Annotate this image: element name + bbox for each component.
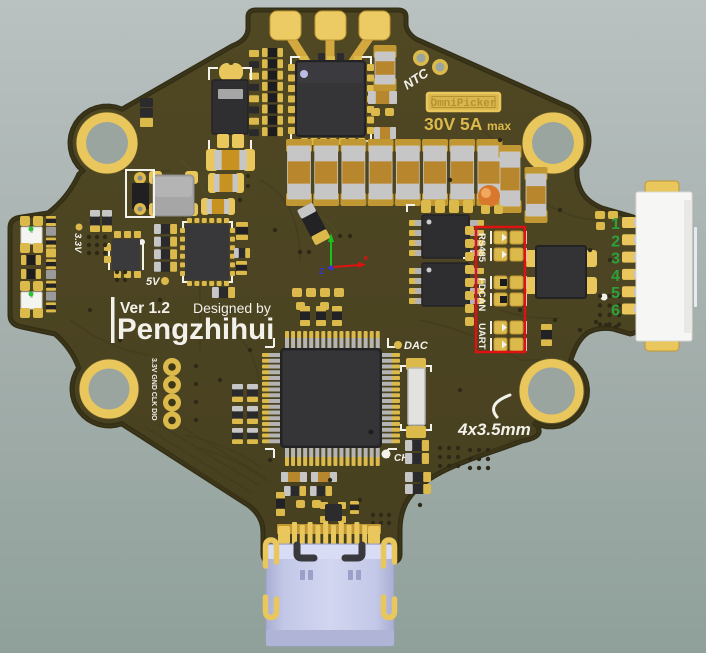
svg-text:×: × [363, 253, 368, 263]
svg-text:30V 5A: 30V 5A [424, 114, 483, 134]
svg-text:max: max [487, 119, 511, 133]
svg-text:DAC: DAC [404, 340, 429, 352]
svg-text:Z: Z [319, 267, 324, 276]
svg-text:RS485: RS485 [476, 233, 487, 263]
svg-text:UART: UART [476, 323, 487, 350]
svg-text:5: 5 [611, 285, 620, 302]
svg-text:FDCAN: FDCAN [476, 278, 487, 311]
svg-text:3.3V GND CLK DIO: 3.3V GND CLK DIO [150, 358, 157, 421]
svg-text:2: 2 [611, 233, 620, 250]
svg-text:CH-I: CH-I [394, 453, 415, 464]
svg-text:Pengzhihui: Pengzhihui [117, 313, 274, 346]
svg-text:OmniPicker: OmniPicker [430, 98, 496, 110]
svg-text:4: 4 [611, 268, 620, 285]
svg-text:3: 3 [611, 251, 620, 268]
svg-text:4x3.5mm: 4x3.5mm [457, 420, 531, 439]
svg-text:Designed by: Designed by [193, 300, 271, 316]
svg-text:6: 6 [611, 303, 620, 320]
svg-text:1: 1 [611, 216, 620, 233]
svg-text:Ver 1.2: Ver 1.2 [120, 300, 170, 317]
svg-text:3.3V: 3.3V [72, 233, 83, 253]
svg-text:5V: 5V [146, 276, 161, 288]
